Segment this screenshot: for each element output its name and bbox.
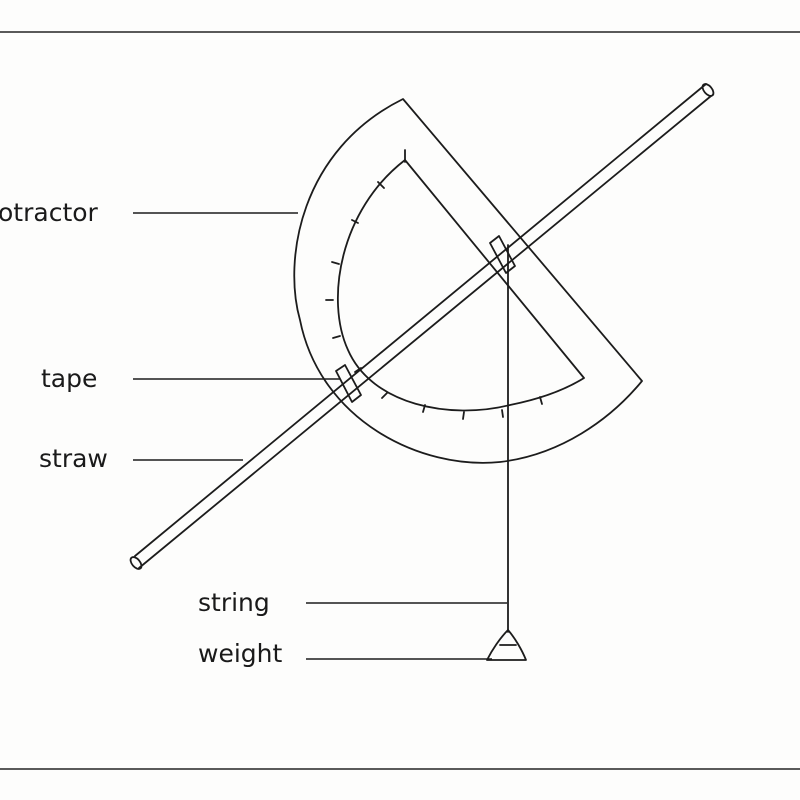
protractor-tick-0 [377, 181, 385, 189]
frame-bottom-rule [0, 768, 800, 770]
protractor-tick-5 [354, 367, 362, 373]
tape-label: tape [41, 364, 97, 393]
straw [129, 83, 715, 570]
protractor-tick-10 [539, 396, 543, 405]
protractor [293, 98, 643, 464]
straw-edge-bottom [138, 95, 712, 569]
straw-edge-top [134, 83, 707, 557]
protractor-tick-9 [501, 409, 504, 418]
protractor-tick-6 [381, 392, 388, 399]
protractor-tick-2 [331, 261, 340, 265]
frame-top-rule [0, 31, 800, 33]
protractor-outer-edge [293, 98, 643, 464]
protractor-inner-scale-arc [337, 159, 585, 412]
protractor-label: otractor [0, 198, 99, 227]
protractor-tick-marks [325, 181, 543, 420]
string-label: string [198, 588, 270, 617]
straw-label: straw [39, 444, 108, 473]
straw-end-left [129, 556, 143, 570]
tape-left [335, 364, 362, 403]
protractor-tick-8 [462, 411, 465, 420]
weight [486, 629, 527, 661]
straw-end-right [701, 83, 715, 97]
protractor-tick-7 [422, 404, 426, 413]
protractor-tick-4 [332, 335, 341, 339]
tape-right [489, 235, 516, 274]
protractor-tick-1 [351, 219, 359, 224]
weight-label: weight [198, 639, 282, 668]
